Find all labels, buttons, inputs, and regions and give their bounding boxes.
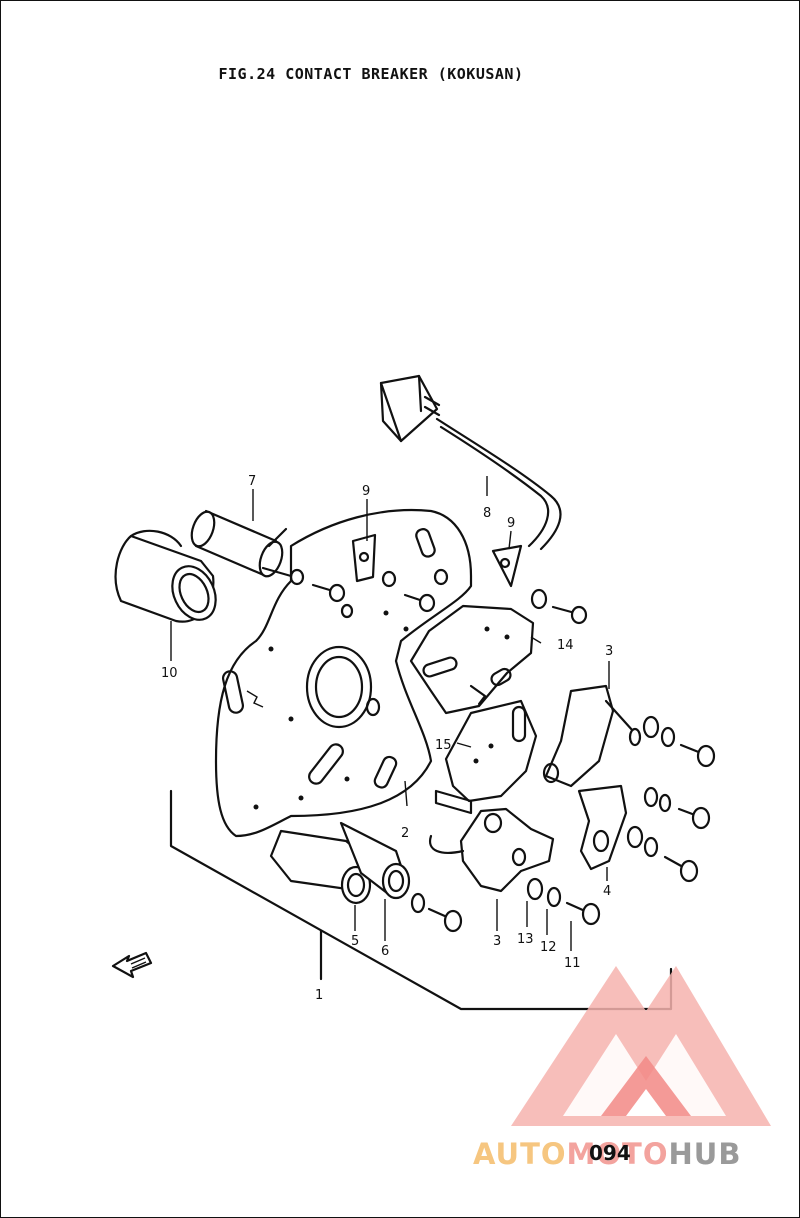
- watermark-brand: AUTOMOTOHUB: [473, 1137, 795, 1171]
- leader-lines: [170, 476, 610, 951]
- contact-breaker-lower: [428, 807, 555, 893]
- callout-11: 11: [564, 956, 581, 971]
- callout-3-lower: 3: [493, 934, 501, 949]
- clamp-right: [491, 544, 523, 588]
- contact-breaker-upper: [542, 684, 642, 788]
- lower-plate: [434, 699, 538, 815]
- watermark-brand-hub: HUB: [668, 1137, 742, 1171]
- callout-15: 15: [435, 738, 452, 753]
- condenser: [190, 509, 293, 578]
- clamp-upper: [351, 533, 377, 583]
- watermark-logo-icon: [511, 966, 771, 1126]
- watermark-brand-moto: MOTO: [566, 1137, 669, 1171]
- callout-labels: 1 2 3 3 3 4 5 6 7 8 9 9 10 11 12 13 14 1…: [161, 474, 613, 1003]
- cover-cap: [114, 529, 217, 623]
- callout-1: 1: [315, 988, 323, 1003]
- callout-8: 8: [483, 506, 491, 521]
- callout-12: 12: [540, 940, 557, 955]
- watermark-brand-auto: AUTO: [473, 1137, 567, 1171]
- callout-3-upper: 3: [605, 644, 613, 659]
- callout-10: 10: [161, 666, 178, 681]
- wire-harness: [379, 374, 562, 551]
- bracket-plate: [409, 604, 535, 715]
- screws: [289, 568, 716, 933]
- base-plate: [214, 508, 473, 838]
- callout-6: 6: [381, 944, 389, 959]
- callout-9-right: 9: [507, 516, 515, 531]
- front-arrow-icon: [111, 951, 153, 979]
- callout-14: 14: [557, 638, 574, 653]
- page-number: 094: [589, 1141, 631, 1165]
- figure-title: FIG.24 CONTACT BREAKER (KOKUSAN): [218, 65, 524, 83]
- callout-9-upper: 9: [362, 484, 370, 499]
- callout-5: 5: [351, 934, 359, 949]
- callout-4: 4: [603, 884, 611, 899]
- breaker-arm: [577, 784, 628, 871]
- callout-2: 2: [401, 826, 409, 841]
- callout-13: 13: [517, 932, 534, 947]
- callout-7: 7: [248, 474, 256, 489]
- coil-assembly: [269, 821, 411, 905]
